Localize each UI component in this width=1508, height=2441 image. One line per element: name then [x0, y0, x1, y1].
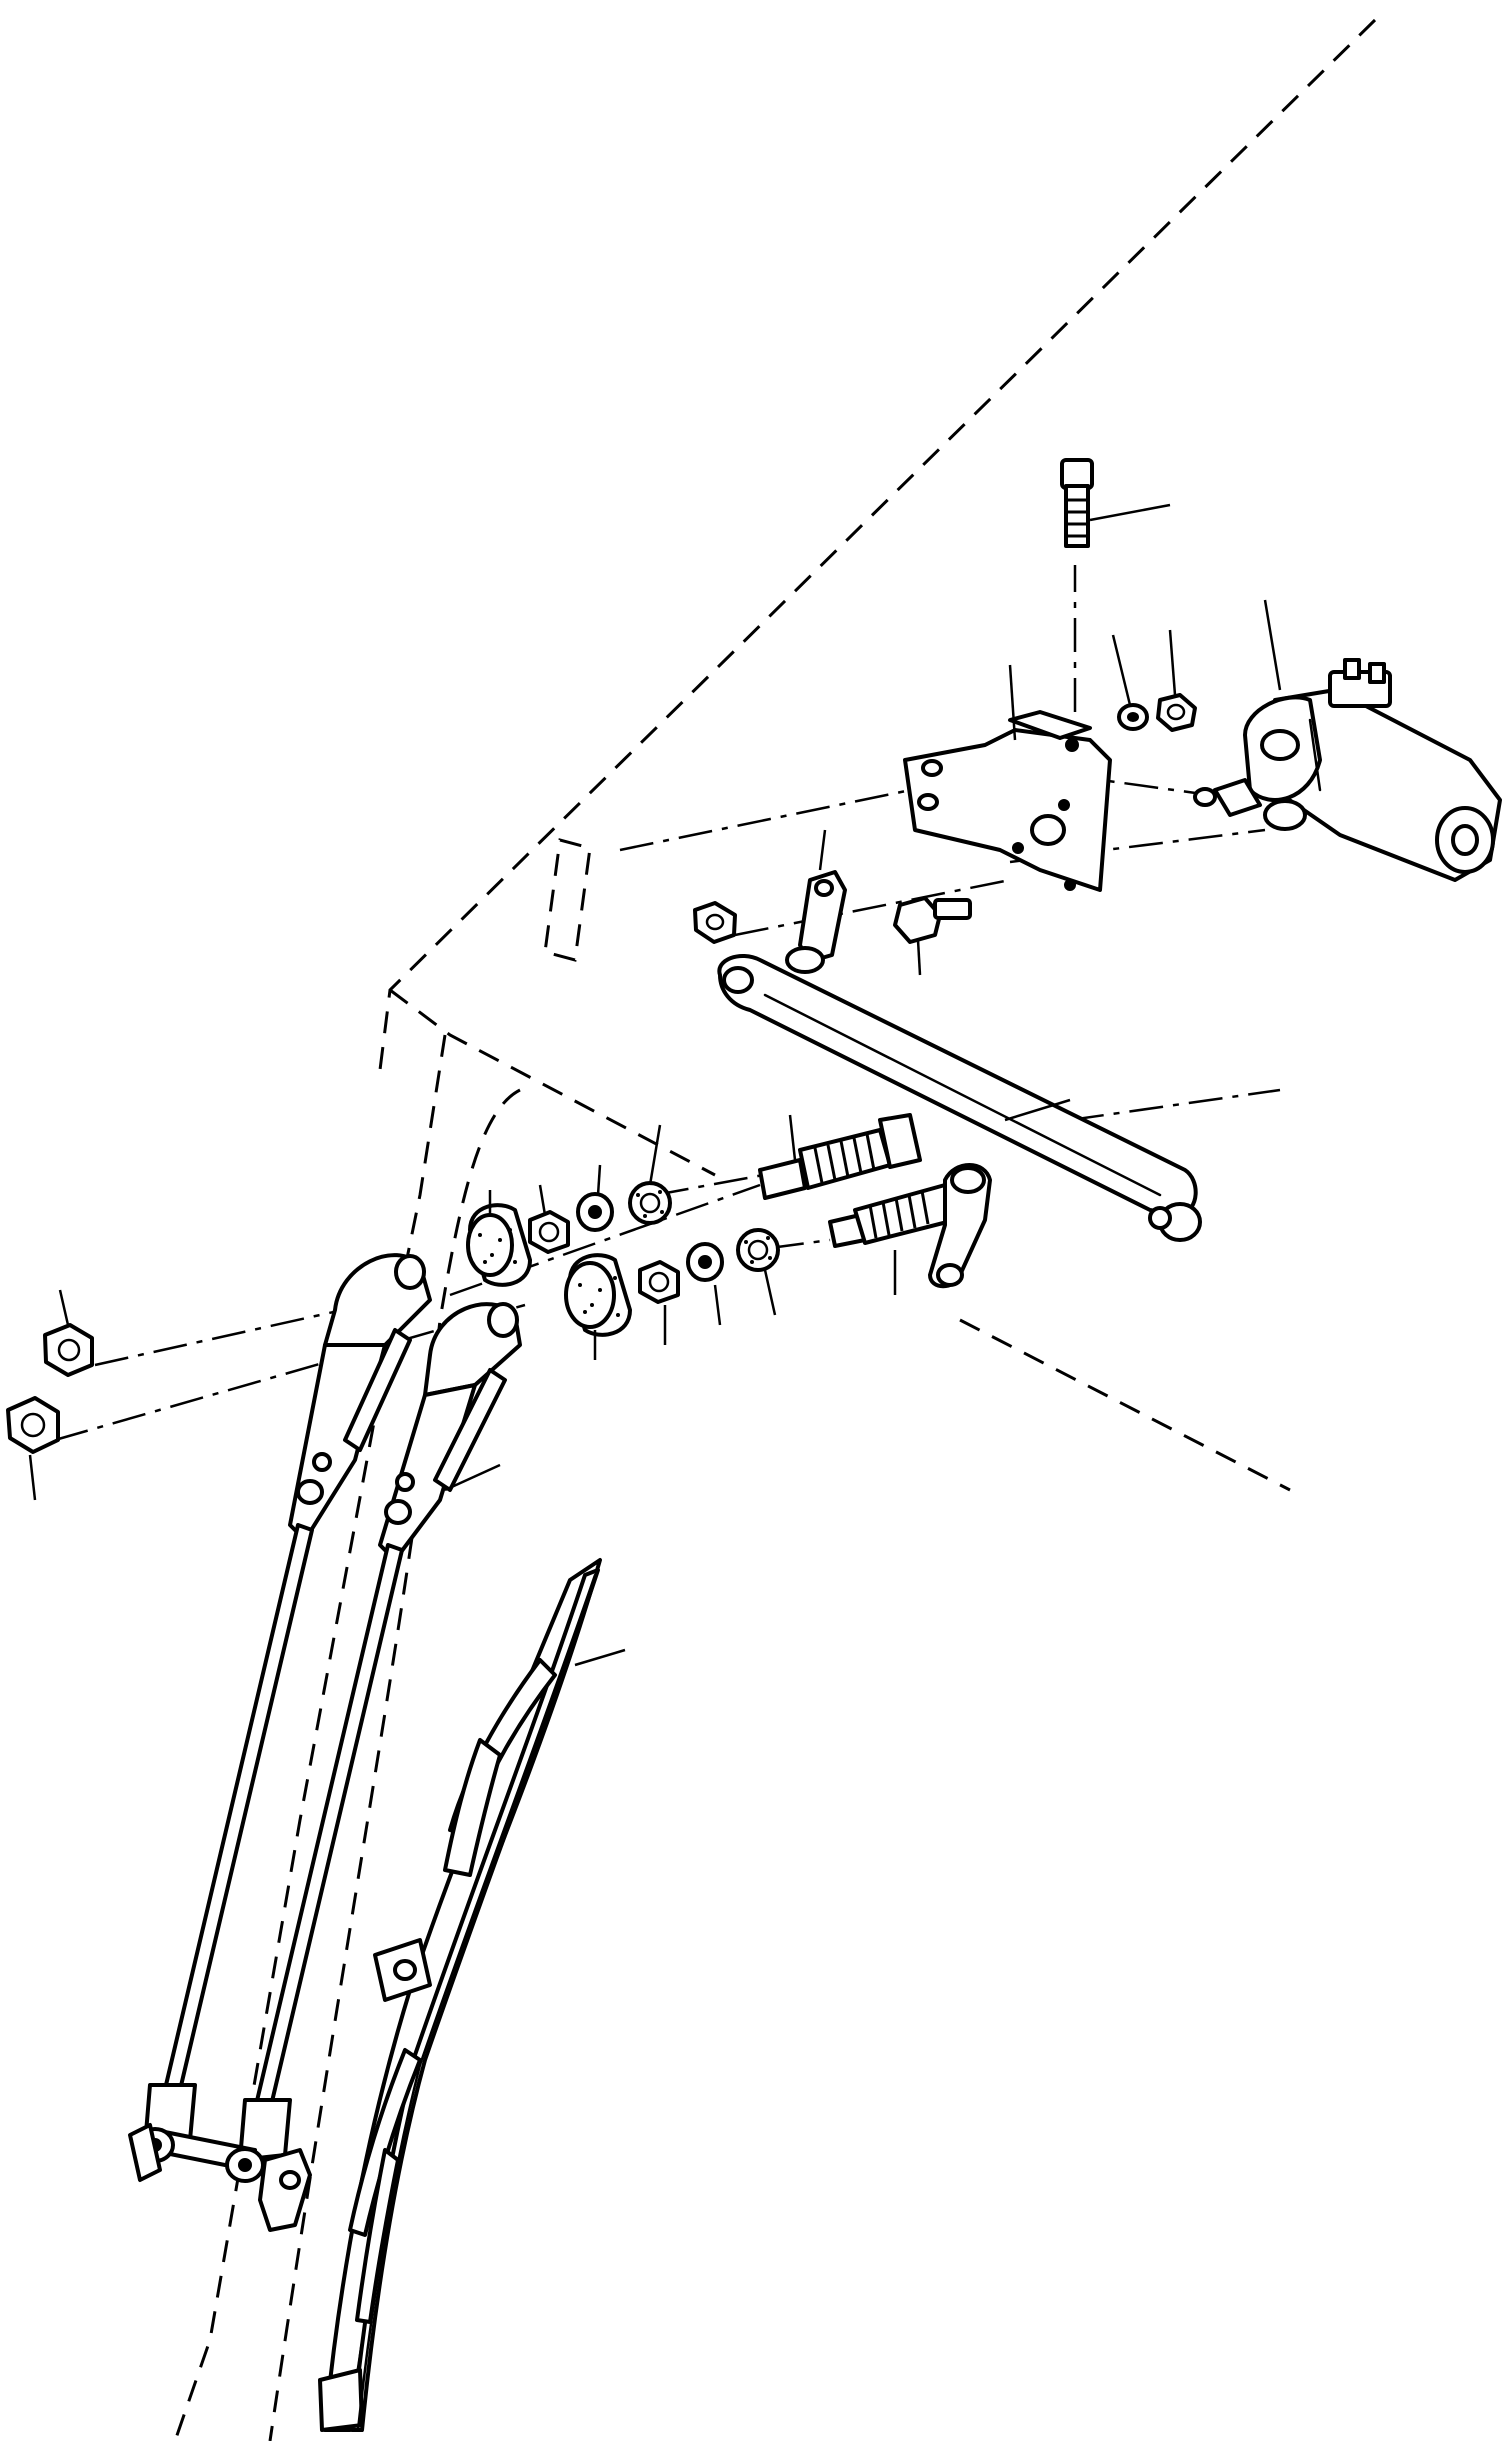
- mounting-bracket: [903, 710, 1112, 892]
- washer-lower: [686, 1242, 724, 1282]
- arm-nut-upper: [43, 1323, 94, 1377]
- washer-upper: [576, 1192, 614, 1232]
- assembly-axis-lines: [54, 565, 1281, 1442]
- grommet-lower: [736, 1228, 780, 1272]
- nut-lower: [638, 1260, 680, 1304]
- nut-link: [693, 901, 737, 944]
- wiper-motor: [1193, 658, 1502, 882]
- wiper-blade: [318, 1558, 602, 2432]
- bolt-top: [1060, 458, 1094, 548]
- washer-top: [1117, 703, 1149, 731]
- callout-leaders: [28, 503, 1282, 1667]
- nut-upper: [528, 1210, 570, 1254]
- crank-link: [785, 870, 847, 974]
- bush-lower: [564, 1253, 632, 1337]
- arm-nut-lower: [6, 1396, 60, 1454]
- flange-bolt: [893, 896, 972, 944]
- spindle-lower: [828, 1163, 992, 1289]
- nut-top: [1156, 693, 1197, 732]
- connecting-rod: [717, 954, 1202, 1242]
- grommet-upper: [628, 1181, 672, 1225]
- wiper-arm: [128, 1253, 522, 2232]
- bush-upper: [466, 1203, 532, 1287]
- spindle-upper: [758, 1113, 922, 1200]
